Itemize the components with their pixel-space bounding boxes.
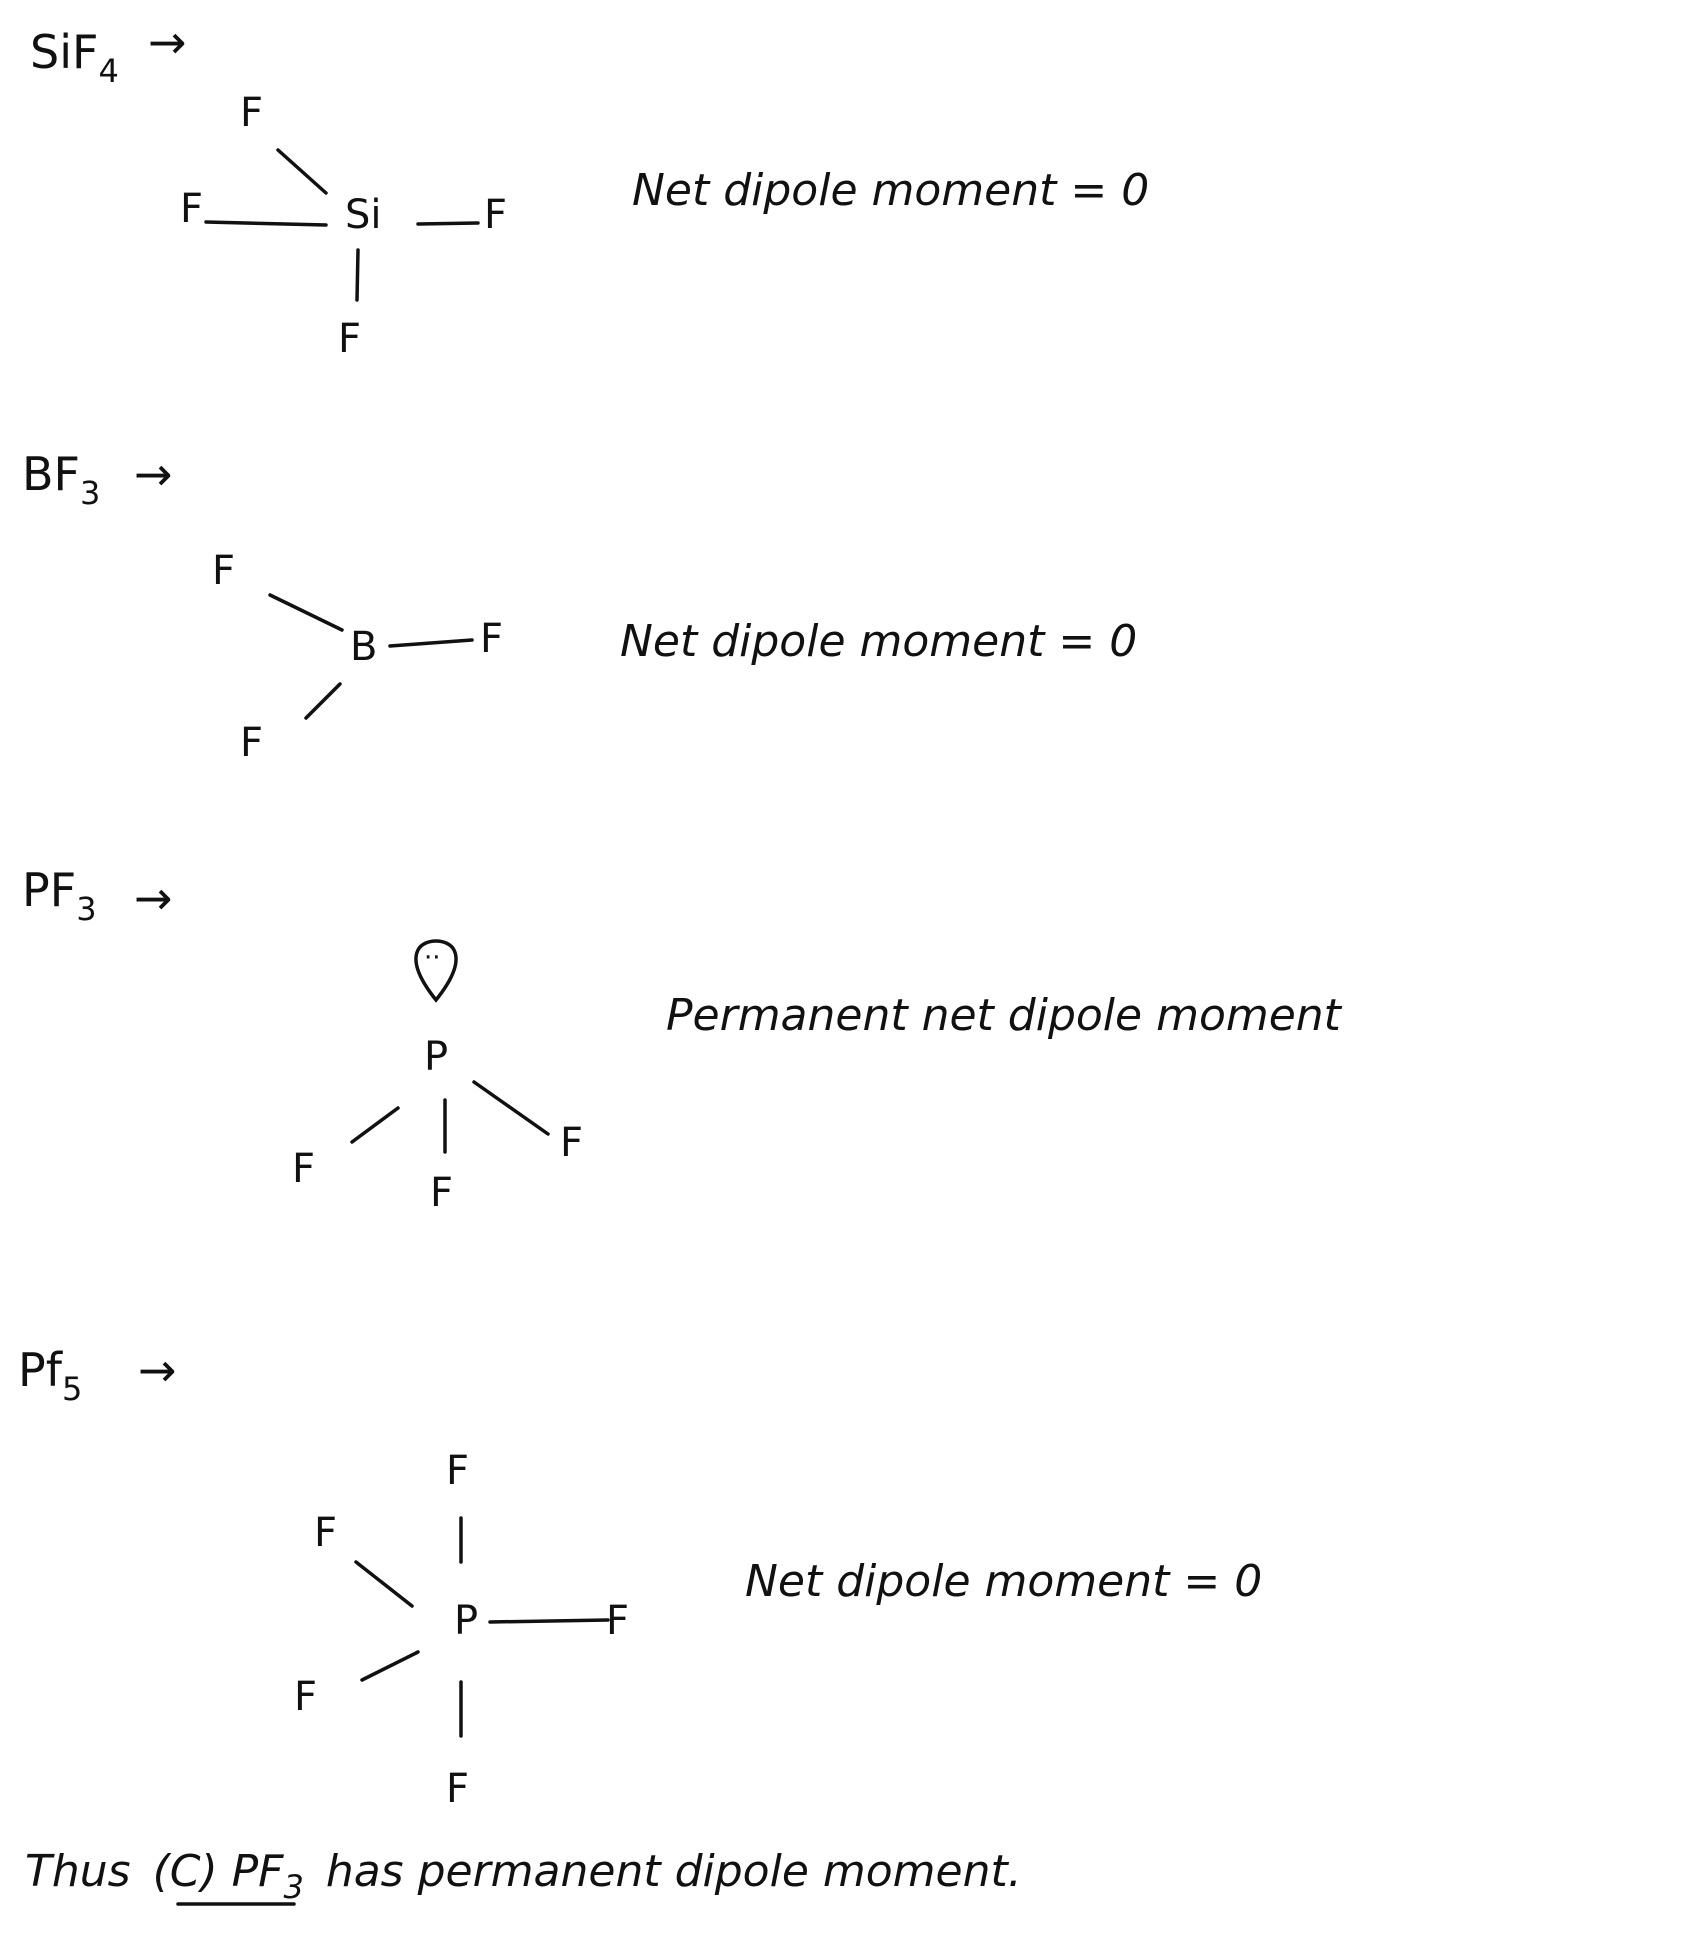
fluorine-atom: F [240, 90, 263, 136]
bf3-section: BF3 → F B F F Net dipole moment = 0 [22, 447, 1137, 766]
pf3-section: PF3 → ·· P F F F Permanent net dipole mo… [22, 863, 1343, 1216]
fluorine-atom: F [292, 1146, 315, 1192]
fluorine-atom: F [240, 720, 263, 766]
bond [488, 1618, 610, 1624]
arrow-icon: → [134, 447, 173, 501]
pf5-section: Pf5 → F F P F F F Net dipole moment = 0 [18, 1343, 1262, 1812]
pf5-structure: F F P F F F [294, 1448, 629, 1812]
bond [388, 638, 474, 648]
bond [472, 1080, 550, 1136]
fluorine-atom: F [606, 1598, 629, 1644]
bf3-structure: F B F F [212, 548, 503, 766]
fluorine-atom: F [212, 548, 235, 594]
fluorine-atom: F [484, 192, 507, 238]
bond [416, 221, 480, 226]
bond [276, 148, 328, 195]
fluorine-atom: F [180, 186, 203, 232]
sif4-section: SiF4 → F F Si F F Net dipole moment = 0 [30, 15, 1149, 362]
fluorine-atom: F [314, 1510, 337, 1556]
bond [350, 1106, 400, 1144]
answer-choice: (C) PF [153, 1846, 285, 1897]
pf5-dipole-note: Net dipole moment = 0 [745, 1556, 1262, 1607]
fluorine-atom: F [446, 1448, 469, 1494]
pf3-label: PF3 [22, 863, 97, 928]
pf5-label: Pf5 [18, 1343, 82, 1408]
arrow-icon: → [138, 1343, 177, 1397]
bond [354, 1560, 414, 1608]
phosphorus-atom: P [454, 1598, 478, 1644]
fluorine-atom: F [560, 1120, 583, 1166]
sif4-dipole-note: Net dipole moment = 0 [632, 165, 1149, 216]
fluorine-atom: F [446, 1766, 469, 1812]
fluorine-atom: F [294, 1674, 317, 1720]
conclusion-prefix: Thus [25, 1846, 131, 1897]
pf3-dipole-note: Permanent net dipole moment [666, 990, 1343, 1041]
lone-pair-orbital-icon [414, 939, 458, 1003]
lone-pair-electrons: ·· [424, 943, 441, 973]
bond [304, 682, 342, 720]
pf3-structure: ·· P F F F [292, 939, 583, 1216]
bond [204, 220, 328, 227]
bf3-dipole-note: Net dipole moment = 0 [620, 616, 1137, 667]
fluorine-atom: F [430, 1170, 453, 1216]
arrow-icon: → [134, 871, 173, 925]
bond [268, 593, 344, 632]
bf3-label: BF3 [22, 447, 100, 512]
arrow-icon: → [148, 15, 187, 69]
conclusion-suffix: has permanent dipole moment. [326, 1846, 1022, 1897]
phosphorus-atom: P [424, 1034, 448, 1080]
bond [360, 1650, 420, 1682]
sif4-label: SiF4 [30, 25, 119, 90]
bond [355, 248, 360, 302]
fluorine-atom: F [480, 616, 503, 662]
fluorine-atom: F [338, 316, 361, 362]
sif4-structure: F F Si F F [180, 90, 507, 362]
silicon-atom: Si [345, 192, 382, 238]
boron-atom: B [350, 624, 377, 670]
